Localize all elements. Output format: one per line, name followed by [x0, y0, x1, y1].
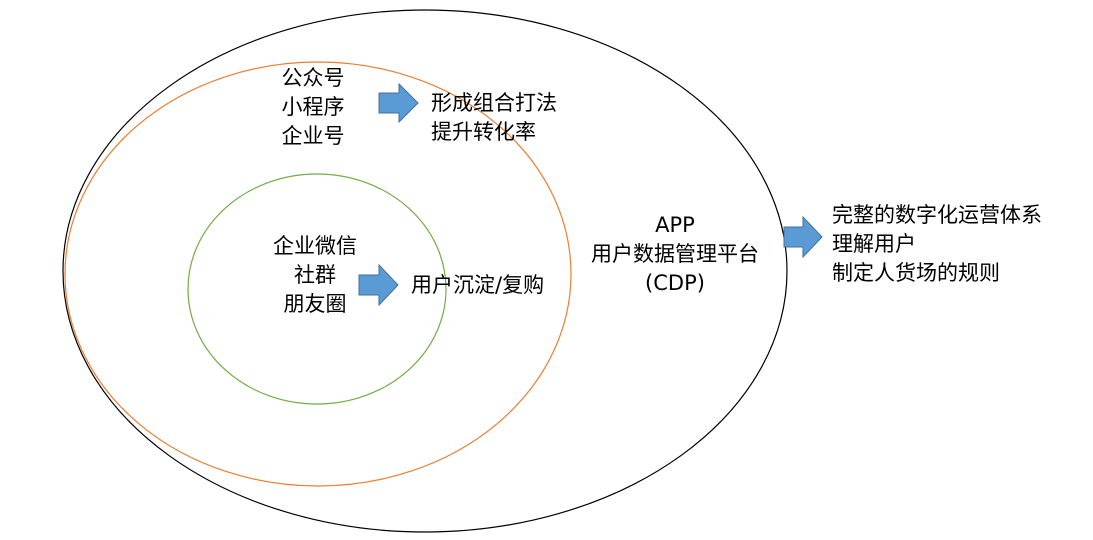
result-label: 制定人货场的规则: [832, 261, 1000, 285]
inner-channels: 企业微信 社群 朋友圈: [255, 232, 375, 319]
arrow-right-icon: [783, 215, 823, 259]
result-label: 形成组合打法: [431, 91, 557, 115]
outer-result: 完整的数字化运营体系 理解用户 制定人货场的规则: [832, 201, 1042, 288]
channel-label: 公众号: [281, 66, 345, 90]
platform-label: APP: [655, 213, 695, 237]
inner-result: 用户沉淀/复购: [411, 271, 544, 300]
result-label: 理解用户: [832, 232, 916, 256]
result-label: 提升转化率: [431, 120, 536, 144]
channel-label: 企业号: [281, 124, 345, 148]
result-label: 用户沉淀/复购: [411, 273, 545, 297]
channel-label: 企业微信: [273, 234, 357, 258]
middle-circle: [64, 61, 572, 487]
arrow-right-icon: [358, 263, 399, 307]
arrow-right-icon: [378, 82, 419, 124]
inner-circle: [187, 173, 447, 405]
outer-circle: [62, 9, 788, 533]
outer-labels: APP 用户数据管理平台 (CDP): [575, 211, 775, 298]
channel-label: 社群: [294, 263, 336, 287]
result-label: 完整的数字化运营体系: [832, 203, 1042, 227]
platform-label: (CDP): [645, 271, 705, 295]
channel-label: 小程序: [281, 95, 345, 119]
platform-label: 用户数据管理平台: [591, 242, 759, 266]
channel-label: 朋友圈: [283, 292, 347, 316]
middle-result: 形成组合打法 提升转化率: [431, 89, 557, 147]
middle-channels: 公众号 小程序 企业号: [268, 64, 358, 151]
